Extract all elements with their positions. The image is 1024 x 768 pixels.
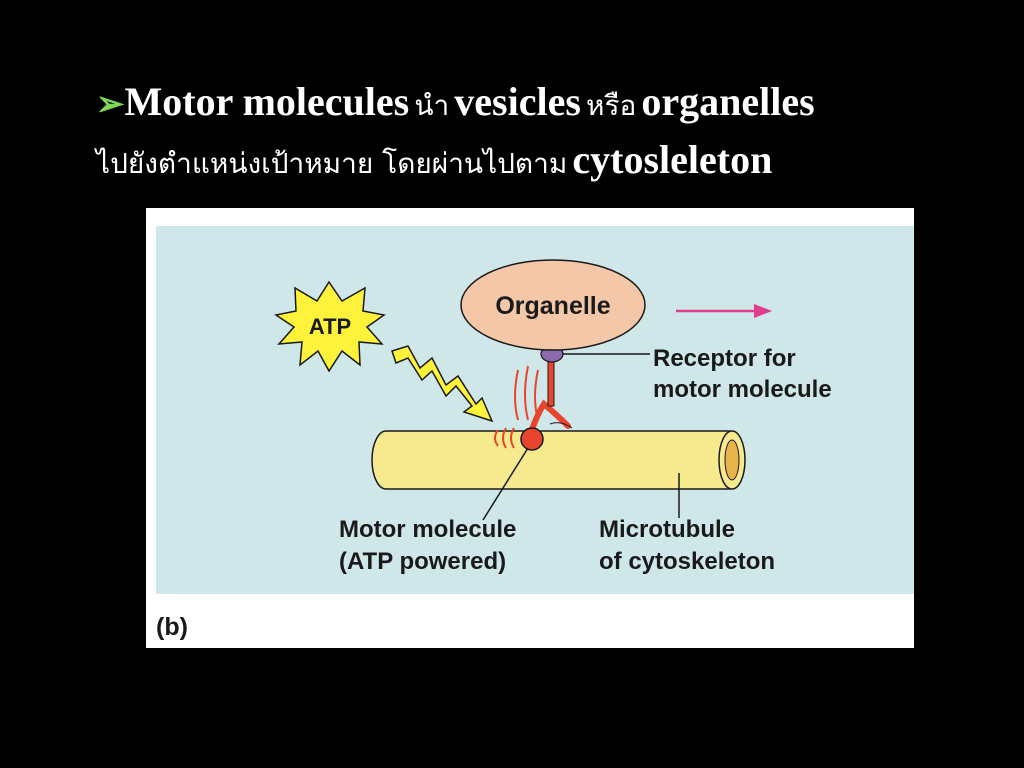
thai-text-1: นำ [414, 89, 450, 122]
atp-label: ATP [309, 314, 351, 339]
direction-arrow-icon [676, 304, 772, 318]
microtubule [371, 430, 746, 490]
motor-molecule-figure: Organelle ATP Receptor for motor molecul… [146, 208, 914, 648]
microtubule-label-line-1: Microtubule [599, 516, 735, 543]
energy-bolt-icon [391, 345, 494, 423]
heading-line-2: ไปยังตำแหน่งเป้าหมาย โดยผ่านไปตาม cytosl… [96, 136, 772, 186]
thai-text-2: หรือ [586, 89, 637, 122]
organelle-label: Organelle [495, 292, 610, 320]
figure-diagram: Organelle ATP Receptor for motor molecul… [156, 226, 914, 641]
term-cytoskeleton: cytosleleton [572, 137, 773, 182]
receptor-label-line-1: Receptor for [653, 345, 796, 372]
motor-label-line-1: Motor molecule [339, 516, 516, 543]
heading-line-1: ➢Motor molecules นำ vesicles หรือ organe… [96, 78, 815, 128]
atp-burst: ATP [274, 280, 386, 373]
arrow-bullet-icon: ➢ [96, 84, 125, 124]
organelle: Organelle [460, 259, 646, 351]
term-organelles: organelles [641, 79, 815, 124]
microtubule-label-line-2: of cytoskeleton [599, 548, 775, 575]
term-motor-molecules: Motor molecules [124, 79, 410, 124]
leader-lines [482, 353, 680, 521]
thai-text-3: ไปยังตำแหน่งเป้าหมาย โดยผ่านไปตาม [96, 147, 568, 180]
panel-label: (b) [156, 613, 188, 641]
term-vesicles: vesicles [454, 79, 581, 124]
receptor-label-line-2: motor molecule [653, 376, 832, 403]
motor-label-line-2: (ATP powered) [339, 548, 506, 575]
